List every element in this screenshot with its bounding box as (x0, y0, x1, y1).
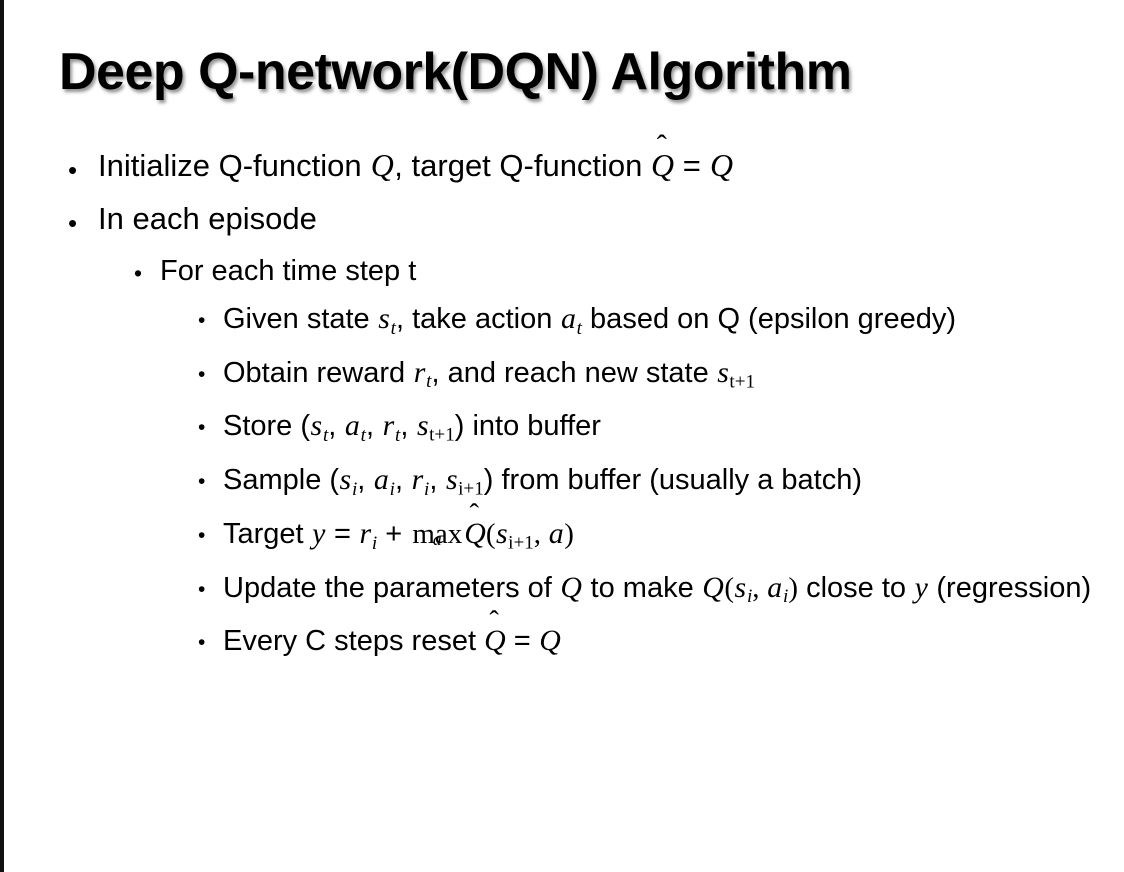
math-subscript: i (424, 478, 430, 500)
math-italic-symbol: a (560, 302, 576, 335)
math-operator: ) (788, 571, 799, 604)
math-subscript: t (322, 425, 329, 447)
bullet-item-for-each-time-step: • For each time step t (4, 252, 1124, 290)
bullet-dot-icon: • (198, 577, 206, 601)
bullet-item-given-state-take-action: •Given state st, take action at based on… (4, 300, 1124, 347)
math-subscript: t (360, 425, 366, 447)
bullet-item-store-into-buffer: • Store (st, at, rt, st+1) into buffer (4, 407, 1124, 454)
bullet-dot-icon: • (198, 523, 206, 547)
math-italic-symbol: s (445, 463, 458, 497)
bullet-text: Initialize Q-function Q, target Q-functi… (98, 146, 1058, 186)
math-subscript: i+1 (458, 478, 484, 500)
bullet-text: Sample (si, ai, ri, si+1) from buffer (u… (223, 463, 863, 500)
math-subscript: i (783, 586, 789, 608)
math-hat-symbol: Q (484, 622, 506, 659)
math-italic-symbol: r (382, 409, 395, 443)
math-italic-symbol: r (413, 355, 426, 389)
math-italic-symbol: y (312, 516, 326, 550)
math-subscript: i (389, 478, 395, 500)
math-italic-symbol: s (734, 570, 747, 604)
page-title: Deep Q-network(DQN) Algorithm (59, 43, 852, 101)
math-operator: ( (485, 517, 496, 550)
math-italic-symbol: s (310, 409, 323, 443)
math-italic-symbol: s (496, 516, 508, 550)
math-subscript: t (426, 371, 432, 393)
math-italic-symbol: Q (370, 148, 394, 183)
math-italic-symbol: s (378, 302, 390, 335)
math-italic-symbol: s (339, 463, 352, 497)
math-italic-symbol: Q (539, 624, 561, 658)
math-italic-symbol: r (411, 463, 424, 497)
math-operator: , (533, 517, 549, 550)
math-italic-symbol: Q (709, 148, 733, 183)
bullet-text: Every C steps reset Q = Q (223, 622, 1095, 660)
bullet-dot-icon: • (198, 309, 206, 332)
math-operator: ) (564, 517, 574, 550)
math-italic-symbol: Q (702, 570, 724, 604)
math-subscript: i (371, 532, 378, 554)
math-italic-symbol: Q (560, 570, 582, 604)
math-subscript: t (576, 317, 582, 339)
bullet-text: Update the parameters of Q to make Q(si,… (223, 570, 1092, 608)
math-italic-symbol: s (717, 355, 729, 389)
bullet-item-sample-from-buffer: • Sample (si, ai, ri, si+1) from buffer (… (4, 461, 1124, 508)
math-max-subscript: a (432, 528, 442, 549)
math-italic-symbol: y (914, 570, 928, 604)
bullet-text: For each time step t (160, 255, 417, 287)
math-italic-symbol: r (359, 516, 372, 550)
bullet-dot-icon: • (68, 155, 78, 185)
bullet-dot-icon: • (198, 416, 206, 440)
bullet-text: Store (st, at, rt, st+1) into buffer (223, 409, 601, 447)
math-subscript: i (746, 586, 753, 608)
bullet-dot-icon: • (198, 631, 206, 655)
math-italic-symbol: a (373, 463, 389, 497)
bullet-item-update-parameters: • Update the parameters of Q to make Q(si… (4, 569, 1124, 616)
bullet-item-in-each-episode: • In each episode (4, 199, 1124, 239)
math-hat-symbol: Q (464, 515, 486, 552)
math-subscript: i+1 (508, 532, 534, 554)
math-italic-symbol: a (767, 570, 783, 604)
bullet-dot-icon: • (198, 470, 206, 494)
bullet-item-target-equation: •Target y = ri + maxaQ(si+1, a) (4, 515, 1124, 562)
bullet-dot-icon: • (68, 208, 78, 238)
math-italic-symbol: a (344, 409, 360, 443)
math-subscript: t+1 (429, 425, 455, 447)
math-hat-symbol: Q (651, 146, 674, 186)
math-subscript: t+1 (729, 371, 756, 393)
bullet-text: Given state st, take action at based on … (223, 302, 956, 339)
bullet-item-every-c-steps-reset: • Every C steps reset Q = Q (4, 622, 1124, 660)
bullet-dot-icon: • (134, 260, 143, 286)
math-operator: ( (724, 571, 735, 604)
math-operator: , (752, 571, 767, 604)
math-subscript: t (395, 425, 401, 447)
math-italic-symbol: s (416, 409, 429, 443)
bullet-item-obtain-reward: •Obtain reward rt, and reach new state s… (4, 354, 1124, 401)
math-subscript: t (390, 317, 396, 339)
bullet-item-initialize-q-function: • Initialize Q-function Q, target Q-funct… (4, 146, 1124, 186)
bullet-text: In each episode (98, 201, 317, 236)
bullet-text: Target y = ri + maxaQ(si+1, a) (223, 515, 1095, 562)
math-subscript: i (351, 478, 358, 500)
math-italic-symbol: a (548, 516, 564, 550)
bullet-text: Obtain reward rt, and reach new state st… (223, 355, 756, 393)
bullet-dot-icon: • (198, 362, 206, 386)
bullet-list: • Initialize Q-function Q, target Q-funct… (4, 146, 1124, 667)
